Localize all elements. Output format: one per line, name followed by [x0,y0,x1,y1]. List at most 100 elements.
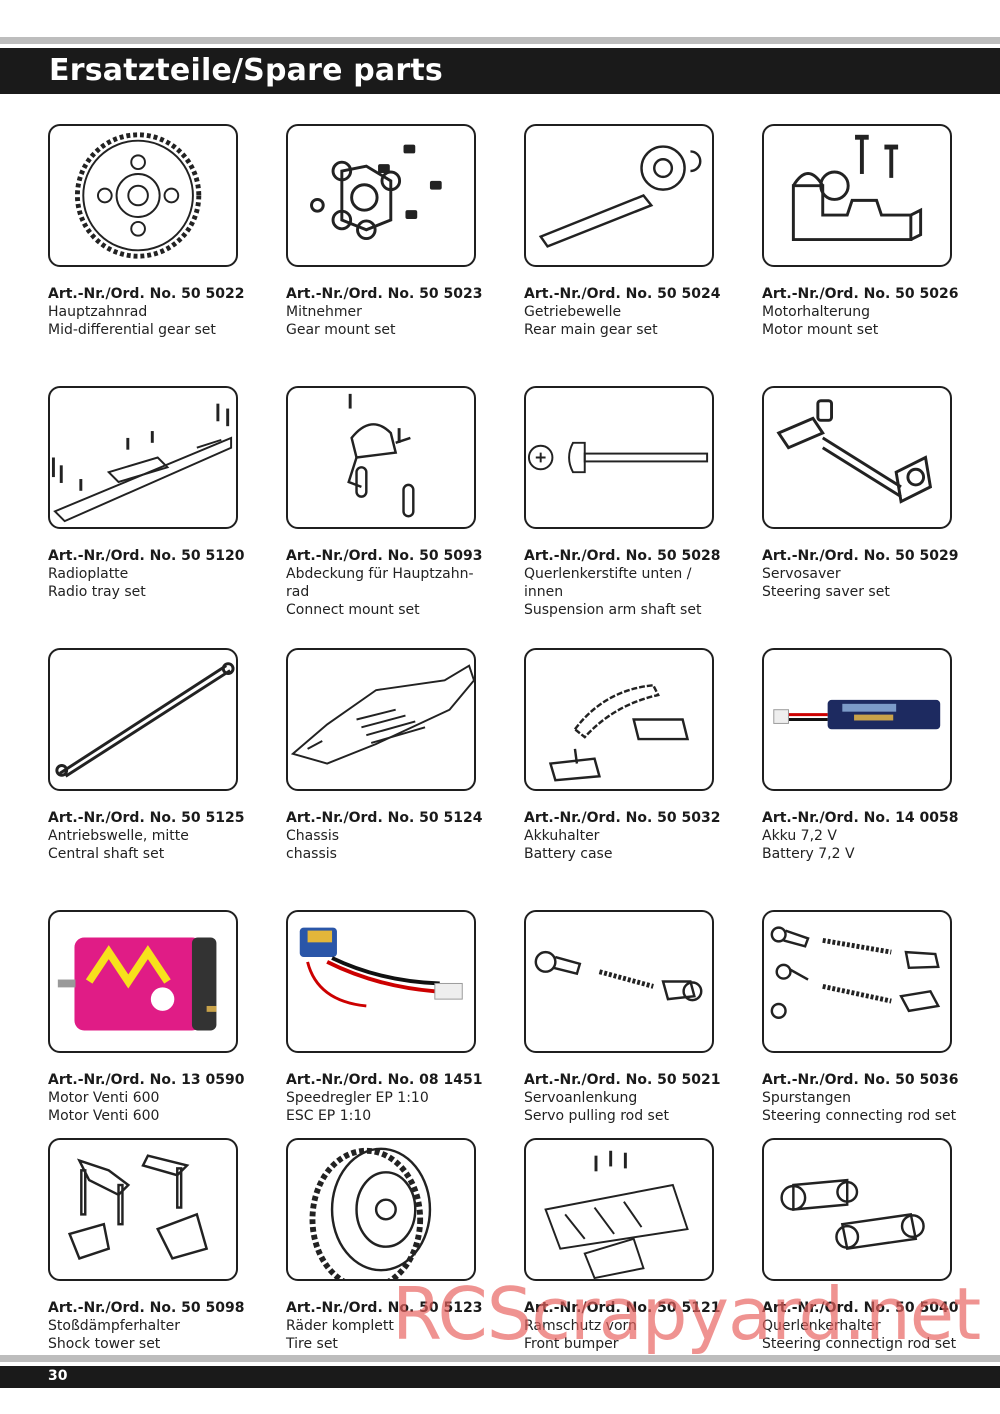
gear-icon [74,132,202,259]
part-description-line: Radio tray set [48,584,146,600]
part-image-frame [286,124,476,267]
part-description-line: Spurstangen [762,1090,852,1106]
motor-icon [57,937,217,1031]
esc-icon [299,927,463,1008]
part-description-line: Steering connecting rod set [762,1108,957,1124]
part-article-number: Art.-Nr./Ord. No. 50 5040 [762,1300,959,1316]
part-description-line: Radioplatte [48,566,129,582]
steering-rods-icon [770,926,941,1019]
part-image-frame [524,124,714,267]
part-article-number: Art.-Nr./Ord. No. 50 5124 [286,810,483,826]
part-description-line: Motor mount set [762,322,879,338]
part-description-line: Battery case [524,846,613,862]
battery-icon [773,699,941,730]
part-description-line: Getriebewelle [524,304,622,320]
part-description-line: Mitnehmer [286,304,362,320]
part-description-line: rad [286,584,310,600]
shock-tower-icon [67,1154,209,1260]
part-image-frame [48,648,238,791]
part-description-line: Motorhalterung [762,304,871,320]
part-description-line: Steering connectign rod set [762,1336,957,1352]
part-image-frame [762,1138,952,1281]
part-description-line: Antriebswelle, mitte [48,828,189,844]
part-description-line: Steering saver set [762,584,890,600]
part-description-line: Suspension arm shaft set [524,602,702,618]
part-image-frame [762,386,952,529]
part-article-number: Art.-Nr./Ord. No. 13 0590 [48,1072,245,1088]
part-description-line: Shock tower set [48,1336,161,1352]
part-article-number: Art.-Nr./Ord. No. 50 5022 [48,286,245,302]
part-description-line: chassis [286,846,337,862]
part-image-frame [762,124,952,267]
gear-mount-icon [310,144,442,241]
part-image-frame [524,386,714,529]
part-image-frame [48,124,238,267]
gear-shaft-icon [538,145,702,248]
part-article-number: Art.-Nr./Ord. No. 50 5121 [524,1300,721,1316]
part-description-line: Gear mount set [286,322,396,338]
part-description-line: Ramschutz vorn [524,1318,637,1334]
part-article-number: Art.-Nr./Ord. No. 50 5029 [762,548,959,564]
part-image-frame [286,386,476,529]
radio-tray-icon [51,403,233,523]
shaft-pin-icon [527,441,709,474]
part-image-frame [524,648,714,791]
part-image-frame [48,386,238,529]
watermark: RCScrapyard.net [392,1272,981,1356]
title-bar: Ersatzteile/Spare parts [0,48,1000,94]
part-image-frame [48,910,238,1053]
part-description: Chassis chassis [286,827,476,863]
part-description-line: Querlenkerhalter [762,1318,881,1334]
part-article-number: Art.-Nr./Ord. No. 50 5026 [762,286,959,302]
part-article-number: Art.-Nr./Ord. No. 50 5032 [524,810,721,826]
battery-holder-icon [548,683,690,782]
servo-saver-icon [776,399,933,504]
part-description-line: Abdeckung für Hauptzahn- [286,566,474,582]
part-description-line: Hauptzahnrad [48,304,148,320]
chassis-icon [290,664,474,765]
part-description-line: Servoanlenkung [524,1090,638,1106]
part-description-line: Chassis [286,828,339,844]
top-rule [0,37,1000,44]
part-description-line: Akkuhalter [524,828,600,844]
part-description-line: Front bumper [524,1336,619,1352]
part-image-frame [286,1138,476,1281]
connect-mount-icon [347,393,415,518]
part-description-line: Rear main gear set [524,322,658,338]
part-article-number: Art.-Nr./Ord. No. 50 5021 [524,1072,721,1088]
part-article-number: Art.-Nr./Ord. No. 08 1451 [286,1072,483,1088]
footer-bar: 30 [0,1366,1000,1388]
part-image-frame [762,910,952,1053]
central-shaft-icon [55,662,235,778]
